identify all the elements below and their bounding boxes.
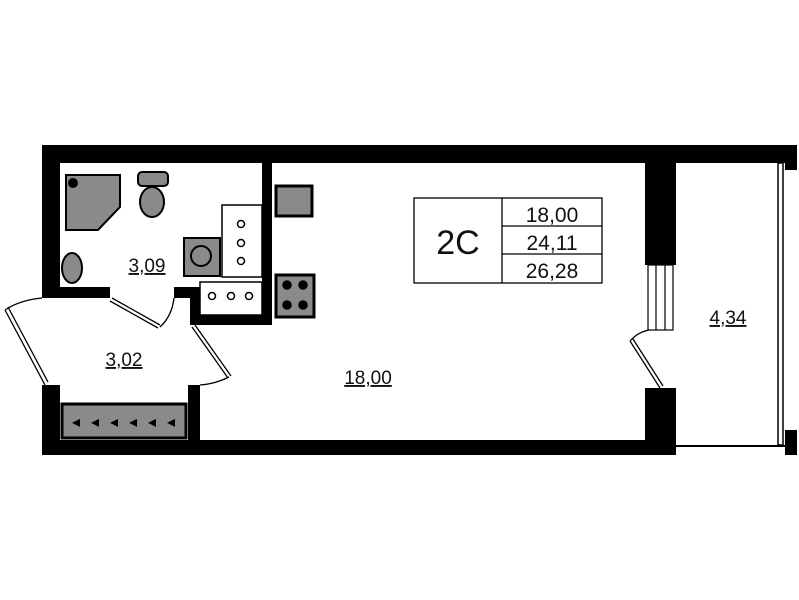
bathroom-door — [109, 297, 175, 329]
wall-kitchen-bottom — [190, 315, 272, 325]
svg-text:◂: ◂ — [72, 412, 80, 431]
wall-balcony-bottom — [676, 445, 785, 447]
sink-bath — [61, 252, 83, 284]
svg-text:◂: ◂ — [110, 412, 118, 431]
walls — [42, 145, 797, 455]
kitchen-sink — [274, 184, 314, 218]
wall-top — [42, 145, 797, 163]
doors — [4, 297, 664, 389]
unit-info-table — [413, 197, 603, 284]
wall-balcony-lower — [645, 388, 676, 455]
wall-left-lower — [42, 385, 60, 455]
entrance-door — [4, 297, 49, 386]
svg-text:◂: ◂ — [148, 412, 156, 431]
wall-bath-bottom-b — [174, 287, 200, 298]
kitchen — [199, 184, 316, 319]
living-room-area: 18,00 — [344, 368, 392, 389]
area-living: 18,00 — [526, 204, 579, 227]
toilet-bowl — [139, 186, 165, 218]
toilet-tank — [137, 171, 169, 187]
svg-text:◂: ◂ — [91, 412, 99, 431]
wall-balcony-corner-top — [785, 145, 797, 170]
balcony-glazing — [777, 162, 784, 446]
area-total: 24,11 — [527, 232, 578, 255]
wall-kitchen-left — [190, 287, 200, 325]
wall-balcony-corner-bottom — [785, 430, 797, 455]
area-with-balcony: 26,28 — [526, 260, 579, 283]
wall-left-upper — [42, 145, 60, 298]
hall-door — [191, 324, 232, 386]
stove — [274, 273, 316, 319]
svg-text:◂: ◂ — [167, 412, 175, 431]
hallway-area: 3,02 — [106, 350, 143, 371]
bathroom-area: 3,09 — [129, 256, 166, 277]
svg-text:◂: ◂ — [129, 412, 137, 431]
wall-hall-right — [188, 385, 200, 445]
balcony-door — [629, 329, 664, 389]
balcony-area: 4,34 — [710, 308, 747, 329]
bathroom-fixtures — [61, 171, 221, 284]
shower-tray — [65, 174, 121, 231]
wall-kitchen-partition — [262, 163, 272, 323]
balcony-window — [647, 264, 674, 331]
wardrobe: ◂ ◂ ◂ ◂ ◂ ◂ — [60, 402, 188, 440]
unit-type: 2C — [436, 224, 479, 262]
wall-bath-bottom-a — [42, 287, 110, 298]
wall-bottom — [42, 440, 666, 455]
wall-balcony-upper — [645, 163, 676, 265]
shower-drain — [68, 178, 78, 188]
